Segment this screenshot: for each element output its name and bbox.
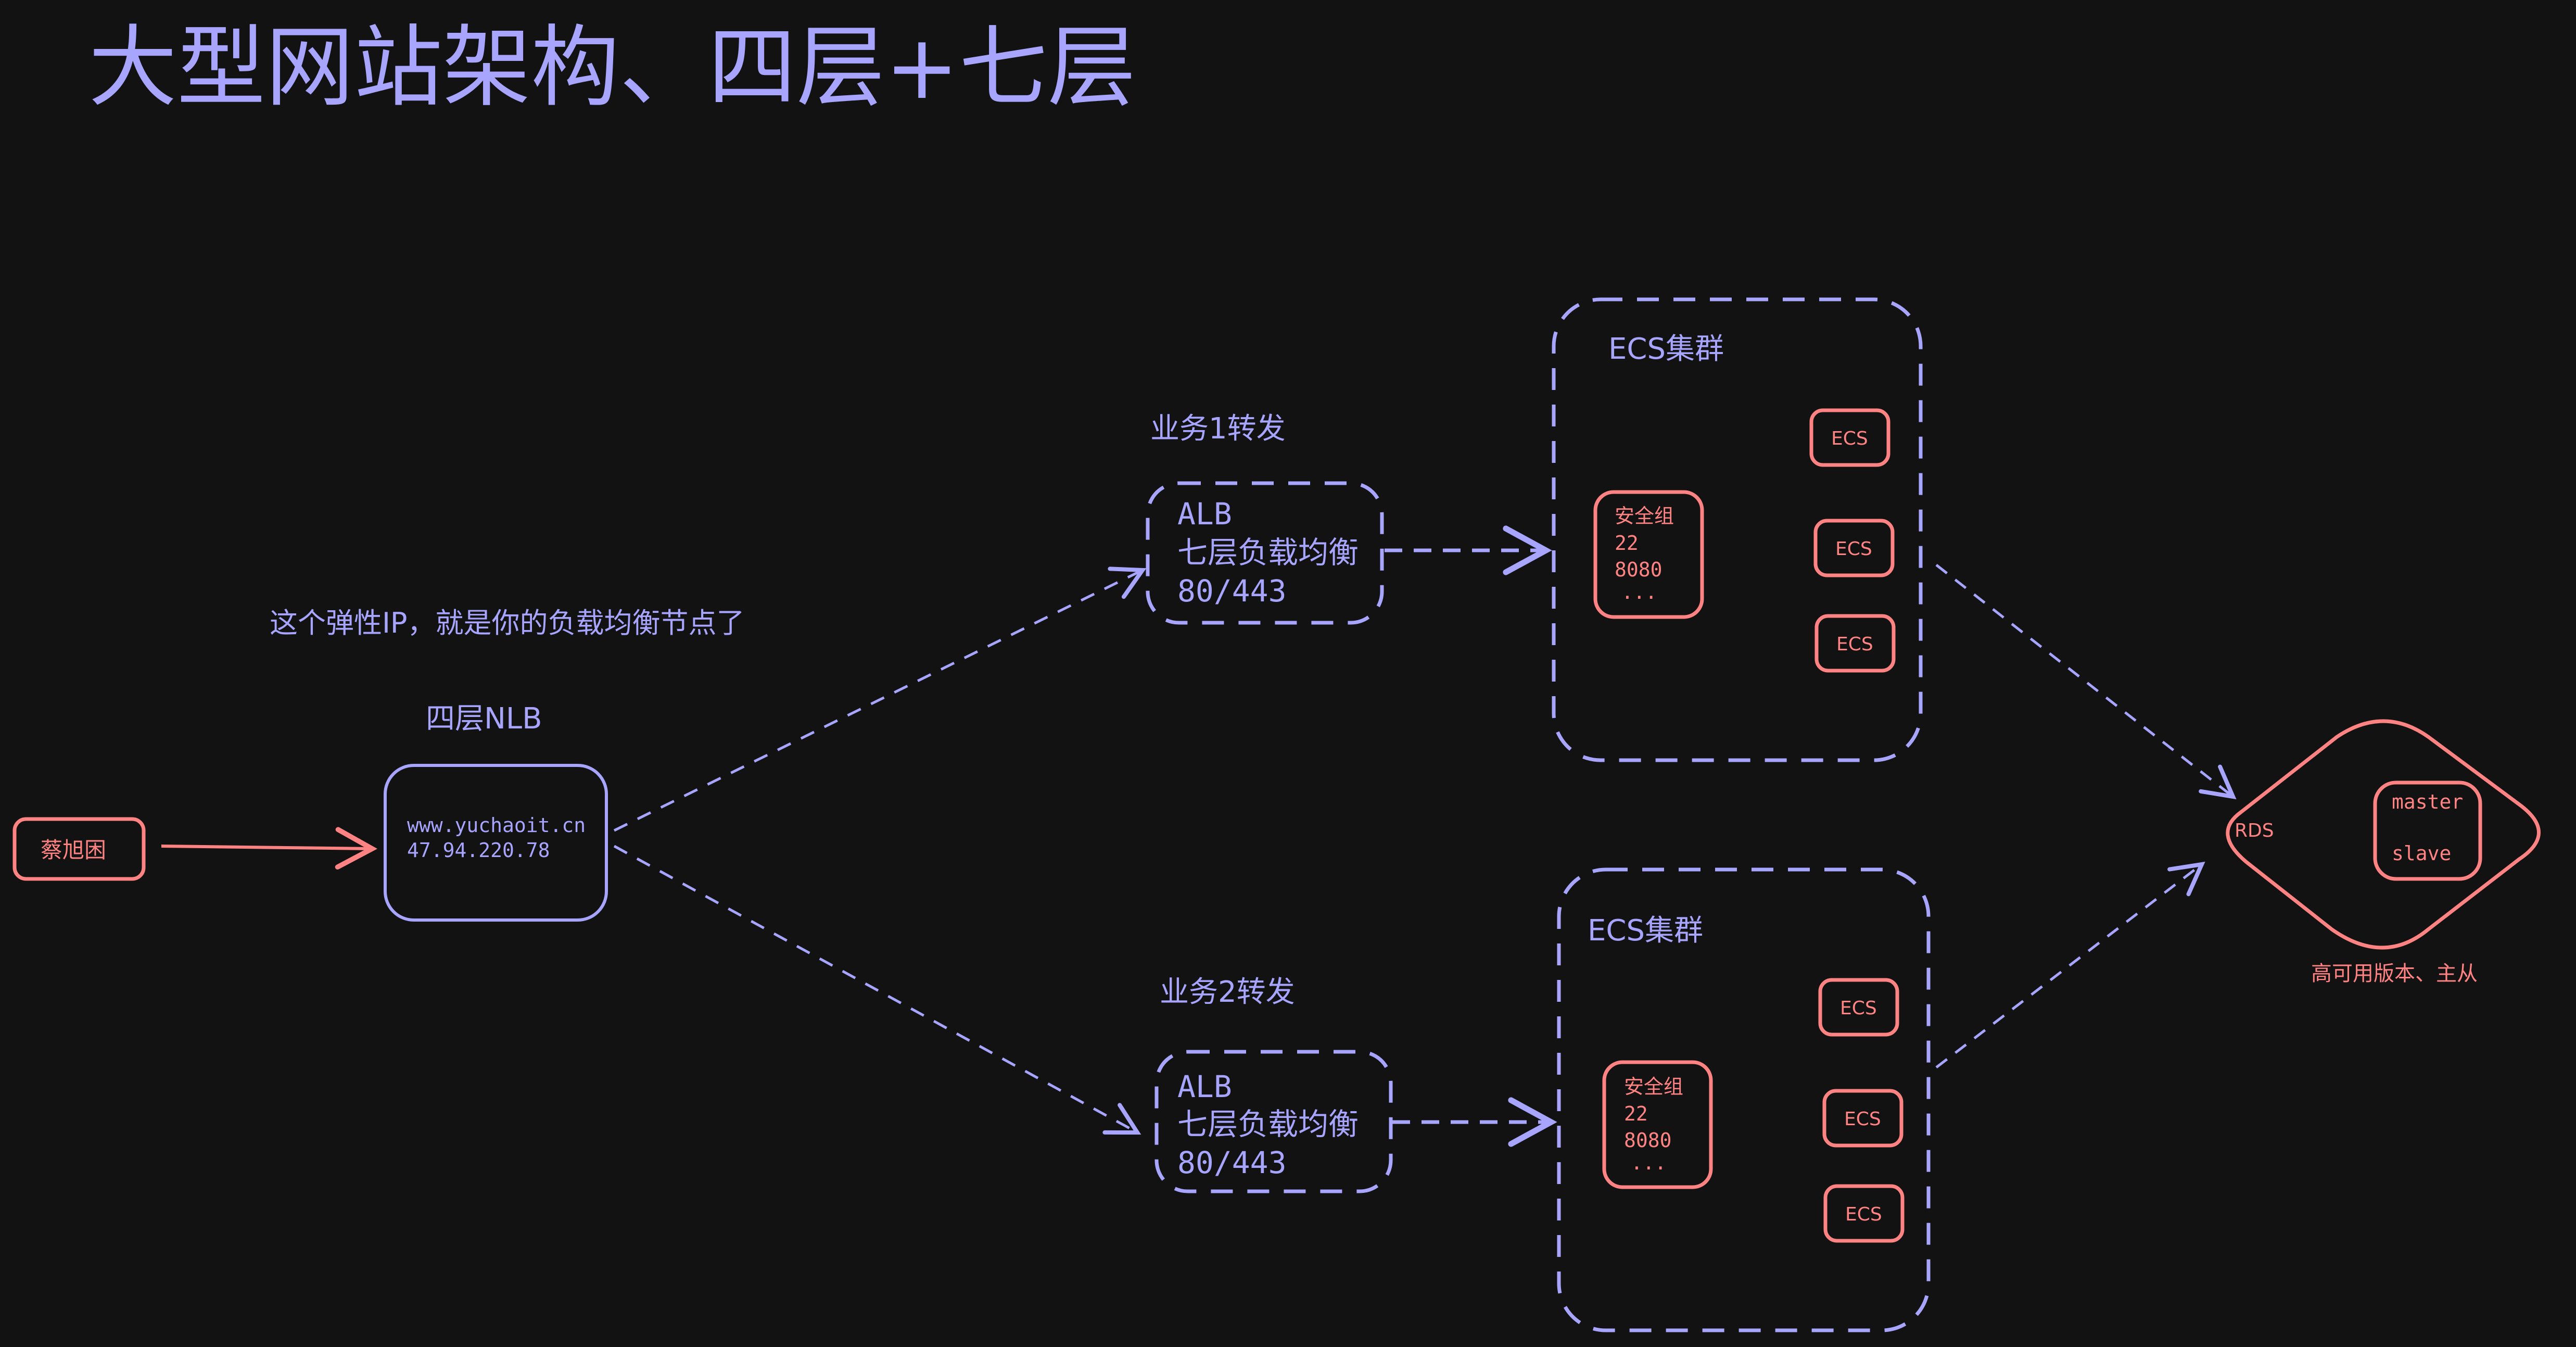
rds-diamond	[2226, 719, 2541, 950]
nlb-to-alb2-arrow	[613, 845, 1141, 1135]
cluster2-security-group-box	[1602, 1060, 1713, 1189]
cluster1-to-rds-arrow	[1935, 564, 2237, 800]
cluster2-to-rds-arrow	[1935, 861, 2205, 1068]
rds-master-label: master	[2392, 790, 2464, 813]
client-to-nlb-arrow	[161, 827, 378, 870]
cluster2-ecs-node-label: ECS	[1845, 1204, 1882, 1225]
cluster2-ecs-node-box	[1818, 978, 1899, 1037]
cluster1-label: ECS集群	[1608, 332, 1724, 366]
alb1-line2: 七层负载均衡	[1177, 535, 1359, 570]
nlb-annotation: 这个弹性IP，就是你的负载均衡节点了	[270, 607, 745, 639]
alb2-box	[1154, 1050, 1393, 1193]
alb1-caption: 业务1转发	[1150, 412, 1286, 446]
nlb-to-alb1-arrow	[613, 567, 1147, 832]
cluster1-sg-title: 安全组	[1615, 505, 1674, 527]
cluster1-ecs-node-box	[1814, 614, 1896, 673]
cluster2-label: ECS集群	[1588, 914, 1704, 948]
cluster1-ecs-node-box	[1809, 408, 1890, 467]
cluster2-ecs-node-label: ECS	[1844, 1109, 1881, 1130]
nlb-box	[384, 764, 608, 922]
cluster1-sg-port2: 8080	[1615, 558, 1663, 581]
cluster2-sg-port2: 8080	[1624, 1129, 1672, 1152]
cluster1-ecs-node-label: ECS	[1836, 634, 1873, 655]
rds-slave-label: slave	[2392, 842, 2452, 865]
client-label: 蔡旭困	[41, 837, 107, 863]
alb2-caption: 业务2转发	[1160, 975, 1295, 1009]
cluster1-box	[1552, 297, 1923, 762]
cluster2-sg-title: 安全组	[1624, 1075, 1684, 1098]
cluster1-ecs-node-label: ECS	[1831, 428, 1868, 449]
rds-label: RDS	[2235, 820, 2274, 841]
nlb-domain: www.yuchaoit.cn	[407, 814, 586, 837]
cluster2-sg-port1: 22	[1624, 1102, 1648, 1125]
alb1-box	[1146, 481, 1384, 625]
rds-caption: 高可用版本、主从	[2311, 962, 2478, 986]
nlb-ip: 47.94.220.78	[407, 839, 550, 862]
cluster1-sg-more: ...	[1621, 581, 1657, 603]
cluster1-ecs-node-box	[1813, 519, 1895, 577]
alb2-line1: ALB	[1177, 1069, 1232, 1104]
alb2-line3: 80/443	[1177, 1145, 1287, 1180]
cluster1-ecs-node-label: ECS	[1835, 538, 1872, 560]
alb1-line1: ALB	[1177, 496, 1232, 532]
nlb-label: 四层NLB	[426, 702, 542, 736]
cluster1-security-group-box	[1593, 490, 1704, 619]
page-title: 大型网站架构、四层+七层	[88, 16, 1136, 119]
cluster2-box	[1557, 867, 1931, 1332]
client-box	[12, 817, 146, 881]
cluster2-sg-more: ...	[1631, 1151, 1667, 1174]
rds-master-slave-box	[2373, 780, 2482, 881]
alb2-line2: 七层负载均衡	[1177, 1106, 1359, 1142]
alb1-line3: 80/443	[1177, 573, 1287, 609]
cluster2-ecs-node-box	[1823, 1184, 1905, 1243]
cluster2-ecs-node-box	[1822, 1089, 1904, 1148]
cluster2-ecs-node-label: ECS	[1840, 998, 1877, 1019]
cluster1-sg-port1: 22	[1615, 532, 1639, 555]
